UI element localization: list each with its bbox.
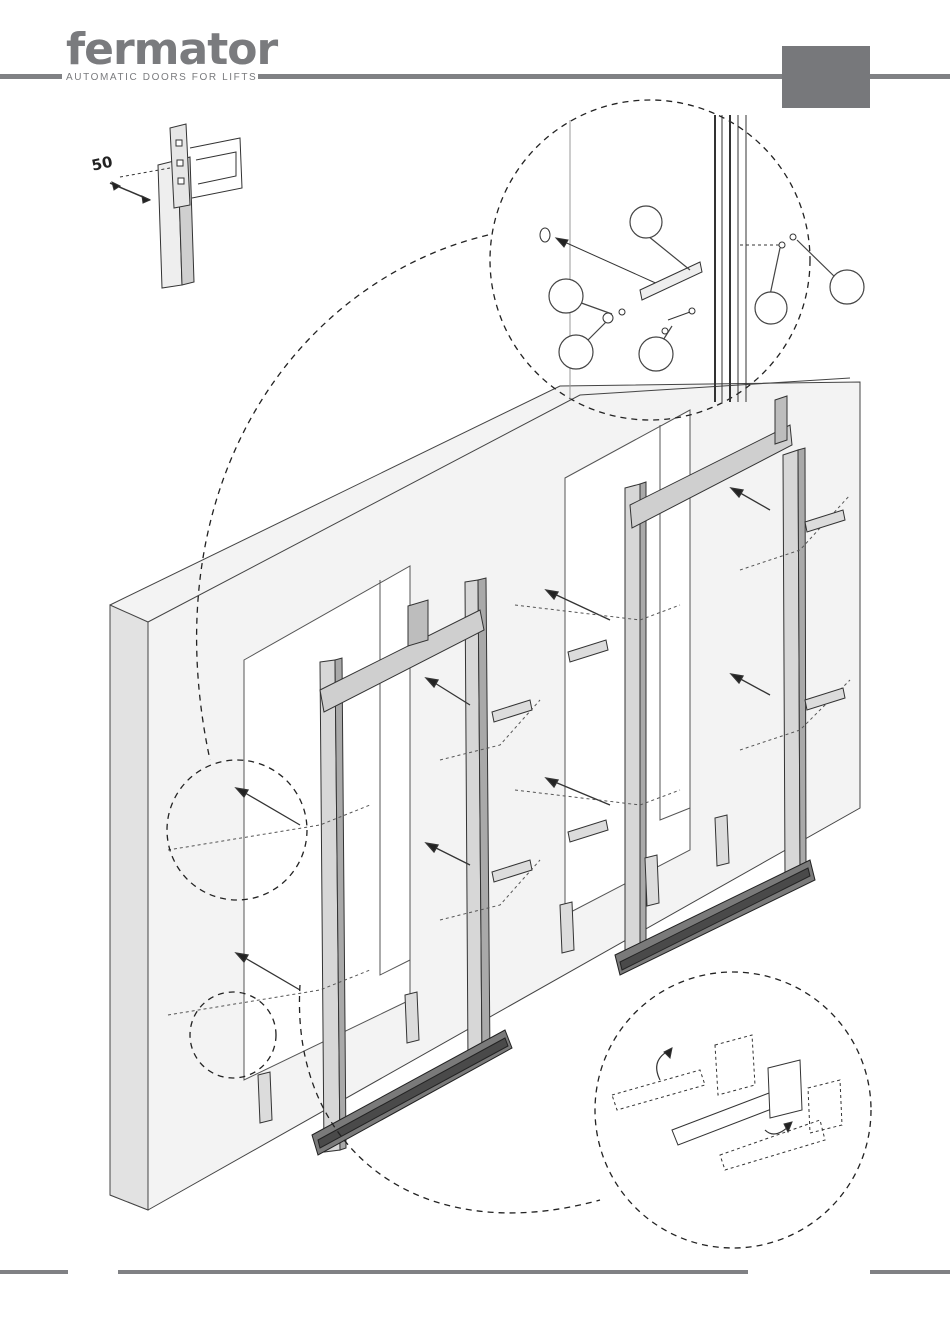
footer-rule: [0, 0, 950, 1332]
